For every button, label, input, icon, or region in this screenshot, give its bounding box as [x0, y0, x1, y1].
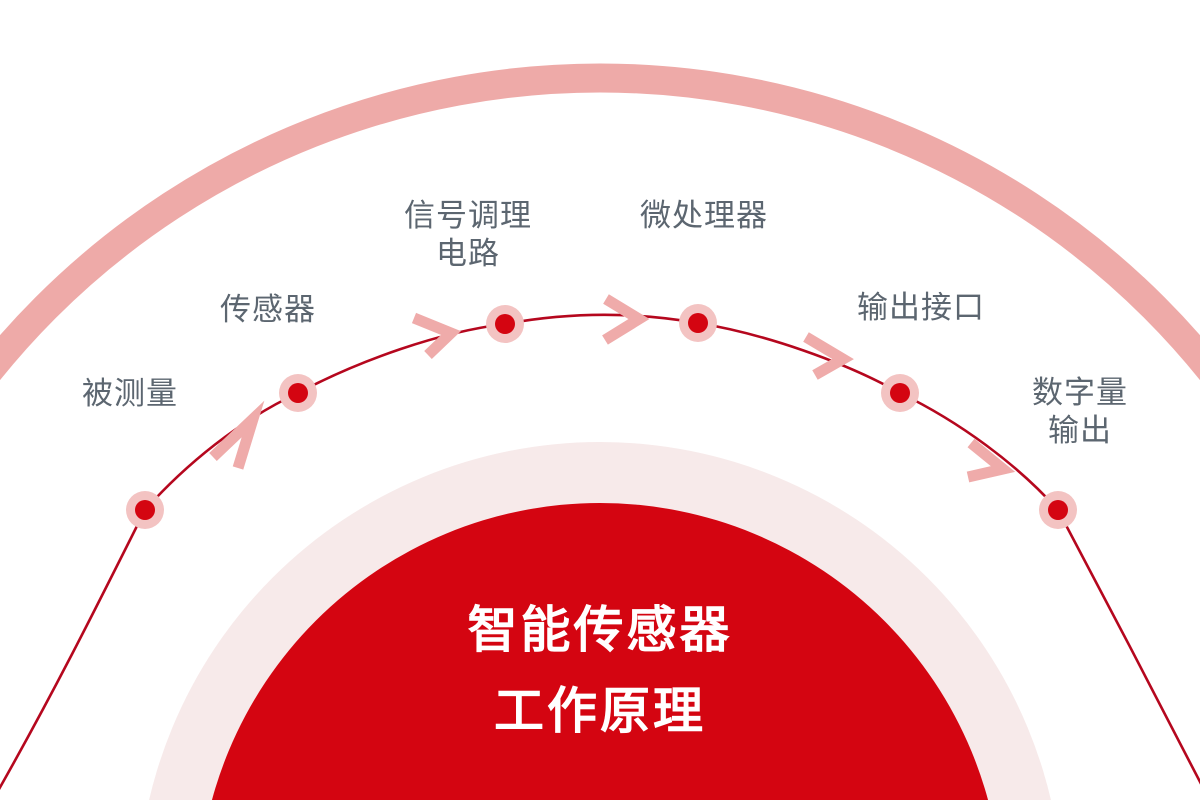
- arrow-mcu-to-output-interface: [803, 332, 854, 380]
- node-dot-digital-output[interactable]: [1039, 491, 1077, 529]
- node-dot-microprocessor[interactable]: [679, 304, 717, 342]
- curve-1-2: [143, 391, 300, 512]
- node-dot-signal-conditioning-circuit[interactable]: [486, 305, 524, 343]
- arrow-measurand-to-sensor: [209, 400, 265, 470]
- curve-4-5: [696, 321, 902, 395]
- curve-tail-right: [1056, 508, 1200, 785]
- red-core-circle: [212, 503, 988, 800]
- node-label-signal-conditioning-circuit: 信号调理 电路: [404, 198, 532, 271]
- curve-5-6: [898, 391, 1060, 512]
- arrow-conditioning-to-mcu: [602, 294, 650, 345]
- curve-2-3: [296, 322, 507, 395]
- node-label-digital-output: 数字量 输出: [1032, 375, 1128, 448]
- curve-tail-left: [0, 508, 147, 791]
- node-label-output-interface: 输出接口: [857, 290, 985, 325]
- outer-arc-band: [0, 63, 1200, 381]
- node-label-sensor: 传感器: [220, 292, 316, 327]
- center-title-line-2: 工作原理: [494, 683, 706, 739]
- node-dot-output-interface[interactable]: [881, 374, 919, 412]
- arrow-output-interface-to-digital-output: [966, 438, 1016, 483]
- node-label-microprocessor: 微处理器: [640, 198, 768, 233]
- center-title-line-1: 智能传感器: [467, 602, 733, 658]
- node-label-measurand: 被测量: [82, 376, 178, 411]
- node-dot-measurand[interactable]: [126, 491, 164, 529]
- arrow-sensor-to-conditioning: [411, 312, 461, 359]
- curve-3-4: [503, 313, 700, 326]
- node-dot-sensor[interactable]: [279, 374, 317, 412]
